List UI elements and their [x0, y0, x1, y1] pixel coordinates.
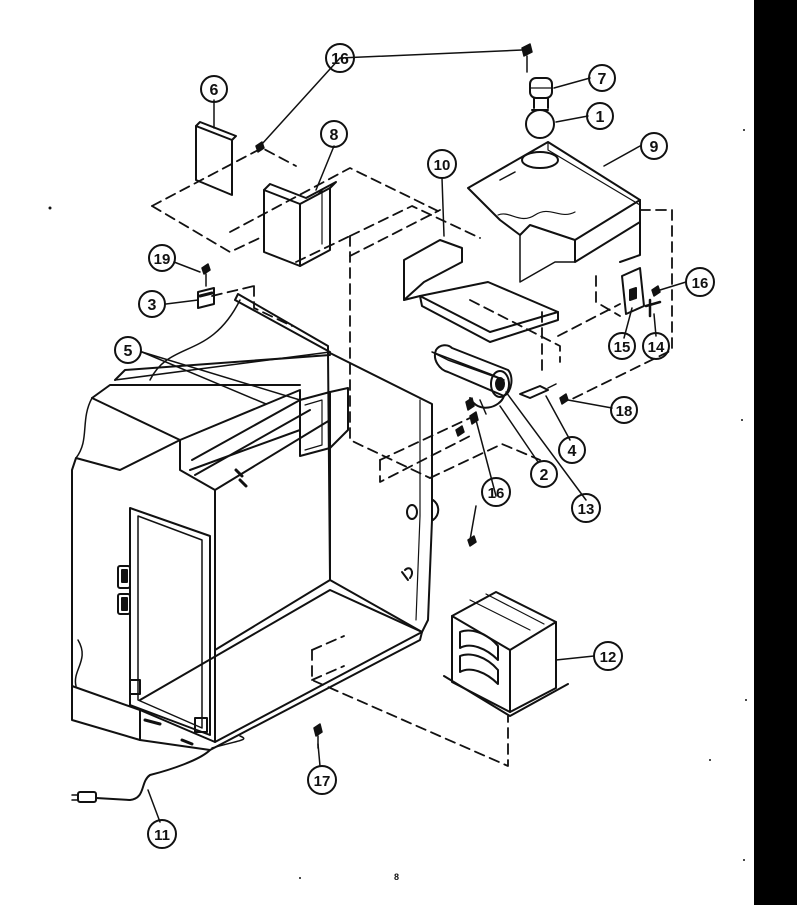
callout-16-mid: 16 [481, 477, 511, 507]
part-4-diode [519, 383, 557, 399]
assembly-lines [151, 147, 673, 767]
part-6-plate [195, 121, 237, 196]
callout-12: 12 [593, 641, 623, 671]
part-9-cover [467, 141, 641, 283]
callout-10: 10 [427, 149, 457, 179]
callout-9-label: 9 [650, 139, 659, 156]
part-3-clip [197, 287, 215, 309]
screws [201, 43, 661, 749]
callout-8-label: 8 [330, 127, 339, 144]
callout-19: 19 [148, 244, 176, 272]
callout-12-label: 12 [600, 649, 617, 666]
scan-edge-bar [754, 0, 797, 905]
callout-16-top-label: 16 [331, 51, 349, 68]
callout-11-label: 11 [154, 827, 170, 844]
callout-18-label: 18 [616, 403, 633, 420]
callout-18: 18 [610, 396, 638, 424]
callout-5-label: 5 [124, 343, 133, 360]
part-12-transformer [443, 591, 569, 717]
callout-7: 7 [588, 64, 616, 92]
callout-14-label: 14 [648, 339, 665, 356]
callout-6-label: 6 [210, 82, 219, 99]
part-8-bracket [263, 181, 337, 267]
leader-lines [141, 49, 687, 823]
callout-6: 6 [200, 75, 228, 103]
part-1-lamp [525, 77, 555, 139]
callout-16-right: 16 [685, 267, 715, 297]
callout-9: 9 [640, 132, 668, 160]
cabinet-frame [71, 293, 440, 751]
callout-17: 17 [307, 765, 337, 795]
callout-17-label: 17 [314, 773, 331, 790]
callout-7-label: 7 [598, 71, 607, 88]
callout-15-label: 15 [614, 339, 631, 356]
callout-13: 13 [571, 493, 601, 523]
callout-4-label: 4 [568, 443, 577, 460]
callout-5: 5 [114, 336, 142, 364]
callout-8: 8 [320, 120, 348, 148]
callout-14: 14 [642, 332, 670, 360]
part-15-switch [621, 267, 662, 318]
callout-13-label: 13 [578, 501, 595, 518]
callout-1-label: 1 [596, 109, 605, 126]
callout-16-right-label: 16 [692, 275, 709, 292]
page-number: 8 [394, 872, 400, 882]
callout-4: 4 [558, 436, 586, 464]
callout-1: 1 [586, 102, 614, 130]
part-11-cord [71, 735, 245, 803]
scan-speckles [48, 129, 747, 879]
callout-2-label: 2 [540, 467, 549, 484]
callout-11: 11 [147, 819, 177, 849]
callout-3: 3 [138, 290, 166, 318]
callout-10-label: 10 [434, 157, 451, 174]
callout-16-mid-label: 16 [488, 485, 505, 502]
callout-3-label: 3 [148, 297, 157, 314]
callout-19-label: 19 [154, 251, 171, 268]
callouts: 16 6 7 1 9 8 10 19 3 5 16 15 14 18 4 2 1… [114, 43, 715, 849]
part-10-shelf [403, 239, 559, 343]
callout-2: 2 [530, 460, 558, 488]
callout-16-top: 16 [325, 43, 355, 73]
callout-15: 15 [608, 332, 636, 360]
